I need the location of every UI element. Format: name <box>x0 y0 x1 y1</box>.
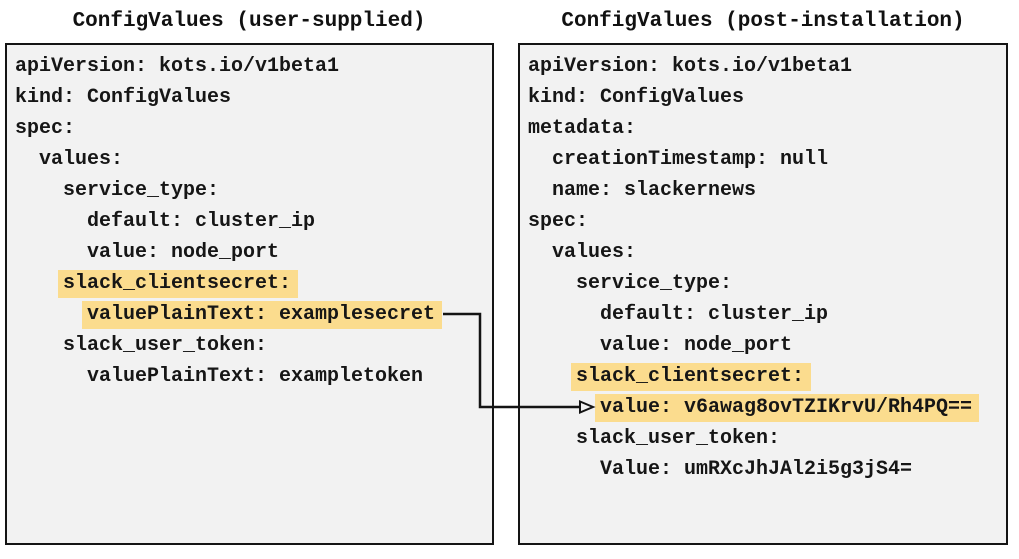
code-text: value: node_port <box>87 241 280 264</box>
code-text: creationTimestamp: null <box>552 148 829 171</box>
highlighted-code-text: value: v6awag8ovTZIKrvU/Rh4PQ== <box>595 394 980 422</box>
code-text: value: node_port <box>600 334 793 357</box>
code-text: slack_user_token: <box>63 334 268 357</box>
code-line: slack_clientsecret: <box>7 268 492 299</box>
highlighted-code-text: slack_clientsecret: <box>571 363 812 391</box>
code-line: valuePlainText: exampletoken <box>7 361 492 392</box>
code-text: slack_user_token: <box>576 427 781 450</box>
code-text: spec: <box>528 210 589 233</box>
code-text: name: slackernews <box>552 179 757 202</box>
code-text: values: <box>39 148 124 171</box>
highlighted-code-text: slack_clientsecret: <box>58 270 299 298</box>
code-line: slack_clientsecret: <box>520 361 1006 392</box>
code-line: valuePlainText: examplesecret <box>7 299 492 330</box>
user-supplied-config-panel: apiVersion: kots.io/v1beta1 kind: ConfigV… <box>5 43 494 545</box>
code-line: default: cluster_ip <box>520 299 1006 330</box>
code-text: spec: <box>15 117 76 140</box>
code-text: apiVersion: kots.io/v1beta1 <box>15 55 340 78</box>
code-line: value: node_port <box>520 330 1006 361</box>
code-text: service_type: <box>576 272 733 295</box>
right-panel-title: ConfigValues (post-installation) <box>561 10 965 33</box>
code-line: value: node_port <box>7 237 492 268</box>
code-text: values: <box>552 241 637 264</box>
code-line: spec: <box>7 113 492 144</box>
code-line: default: cluster_ip <box>7 206 492 237</box>
code-line: slack_user_token: <box>7 330 492 361</box>
code-text: default: cluster_ip <box>87 210 316 233</box>
code-text: valuePlainText: exampletoken <box>87 365 424 388</box>
code-line: apiVersion: kots.io/v1beta1 <box>520 51 1006 82</box>
code-line: service_type: <box>520 268 1006 299</box>
code-text: service_type: <box>63 179 220 202</box>
post-installation-config-panel: apiVersion: kots.io/v1beta1 kind: ConfigV… <box>518 43 1008 545</box>
code-line: Value: umRXcJhJAl2i5g3jS4= <box>520 454 1006 485</box>
code-line: slack_user_token: <box>520 423 1006 454</box>
code-line: spec: <box>520 206 1006 237</box>
code-line: name: slackernews <box>520 175 1006 206</box>
code-text: metadata: <box>528 117 637 140</box>
code-line: values: <box>7 144 492 175</box>
code-line: values: <box>520 237 1006 268</box>
code-line: kind: ConfigValues <box>7 82 492 113</box>
code-line: service_type: <box>7 175 492 206</box>
code-text: kind: ConfigValues <box>15 86 232 109</box>
code-line: creationTimestamp: null <box>520 144 1006 175</box>
code-text: Value: umRXcJhJAl2i5g3jS4= <box>600 458 913 481</box>
highlighted-code-text: valuePlainText: examplesecret <box>82 301 443 329</box>
code-line: value: v6awag8ovTZIKrvU/Rh4PQ== <box>520 392 1006 423</box>
left-panel-title: ConfigValues (user-supplied) <box>72 10 426 33</box>
code-text: apiVersion: kots.io/v1beta1 <box>528 55 853 78</box>
code-line: metadata: <box>520 113 1006 144</box>
code-text: kind: ConfigValues <box>528 86 745 109</box>
code-line: apiVersion: kots.io/v1beta1 <box>7 51 492 82</box>
code-line: kind: ConfigValues <box>520 82 1006 113</box>
code-text: default: cluster_ip <box>600 303 829 326</box>
